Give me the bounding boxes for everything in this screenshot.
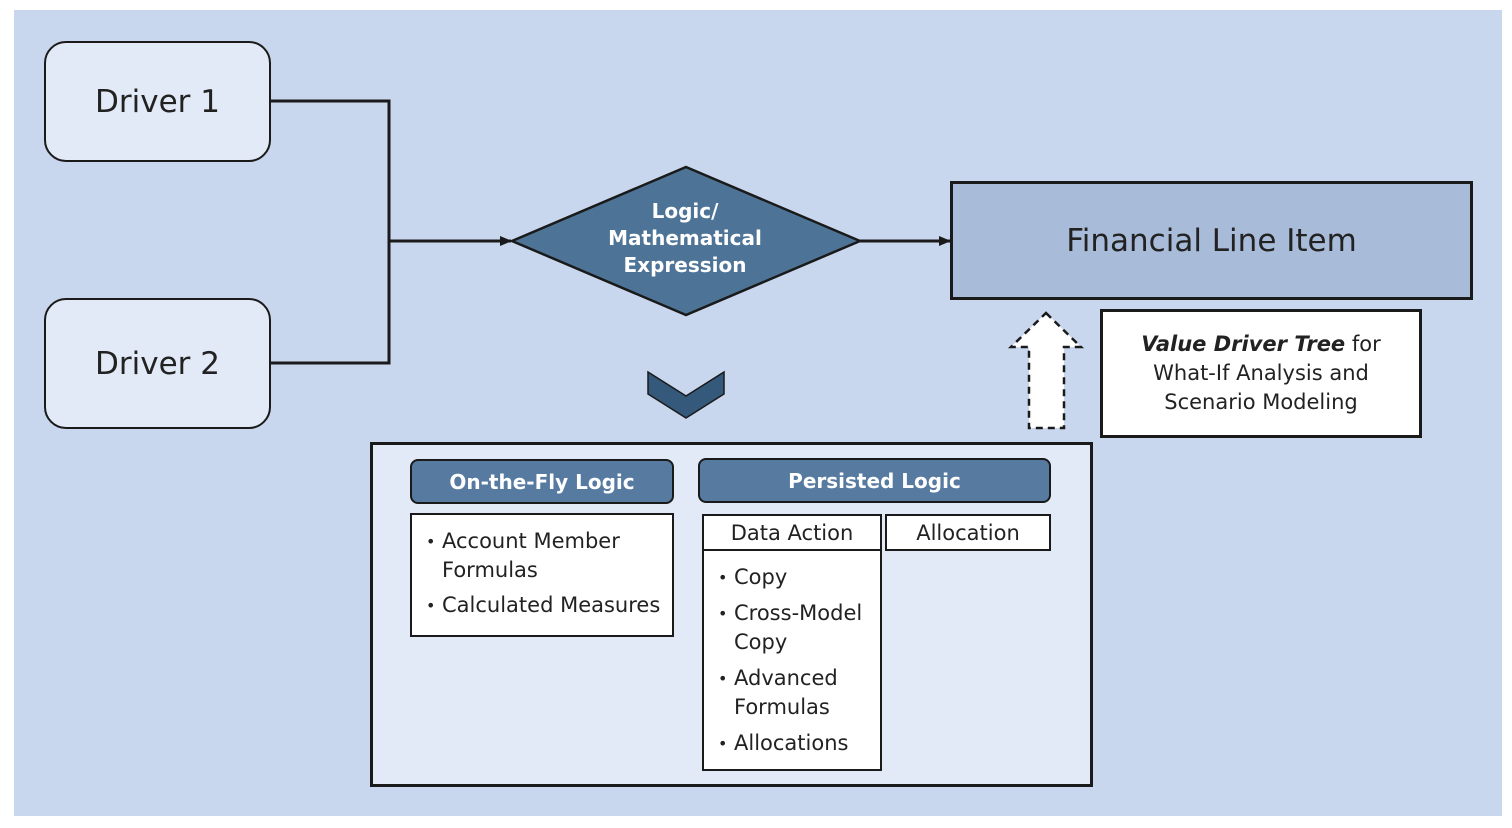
tab-allocation: Allocation [885, 514, 1051, 551]
dashed-up-arrow-icon [1007, 311, 1085, 430]
list-item: Advanced Formulas [704, 664, 880, 722]
driver-2-box: Driver 2 [44, 298, 271, 429]
expression-line: Expression [623, 253, 747, 277]
list-item: Copy [704, 563, 880, 592]
value-driver-tree-note: Value Driver Tree for What-If Analysis a… [1100, 309, 1422, 438]
tab-data-action: Data Action [702, 514, 882, 551]
vdt-note-line: Value Driver Tree for [1141, 330, 1381, 359]
list-item: Account Member Formulas [412, 527, 672, 585]
driver-2-label: Driver 2 [95, 345, 220, 382]
expression-line: Mathematical [608, 226, 762, 250]
on-the-fly-header: On-the-Fly Logic [410, 459, 674, 504]
financial-line-item-box: Financial Line Item [950, 181, 1473, 300]
driver-1-label: Driver 1 [95, 83, 220, 120]
vdt-note-line1-rest: for [1345, 332, 1381, 356]
on-the-fly-header-label: On-the-Fly Logic [449, 469, 635, 494]
tab-data-action-label: Data Action [730, 520, 854, 545]
connector-driver1 [271, 99, 391, 241]
list-item: Cross-Model Copy [704, 599, 880, 657]
persisted-logic-header: Persisted Logic [698, 458, 1051, 503]
data-action-list: Copy Cross-Model Copy Advanced Formulas … [704, 563, 880, 758]
persisted-logic-header-label: Persisted Logic [788, 468, 961, 493]
list-item: Calculated Measures [412, 591, 672, 620]
on-the-fly-list: Account Member Formulas Calculated Measu… [412, 527, 672, 620]
on-the-fly-list-box: Account Member Formulas Calculated Measu… [410, 513, 674, 637]
tab-allocation-label: Allocation [916, 520, 1020, 545]
expression-label: Logic/ Mathematical Expression [560, 198, 810, 279]
expression-diamond [508, 165, 864, 317]
list-item: Allocations [704, 729, 880, 758]
vdt-note-line: Scenario Modeling [1164, 390, 1358, 414]
vdt-note-emphasis: Value Driver Tree [1141, 332, 1346, 356]
chevron-down-icon [647, 370, 725, 419]
connector-driver2 [271, 241, 391, 365]
data-action-list-box: Copy Cross-Model Copy Advanced Formulas … [702, 551, 882, 771]
expression-line: Logic/ [651, 199, 719, 223]
vdt-note-line: What-If Analysis and [1153, 361, 1369, 385]
financial-line-item-label: Financial Line Item [1066, 222, 1357, 259]
driver-1-box: Driver 1 [44, 41, 271, 162]
